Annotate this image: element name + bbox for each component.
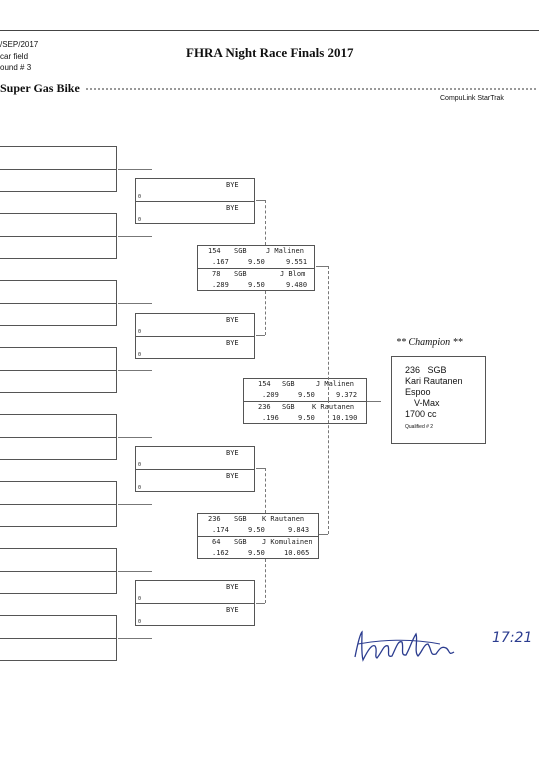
connector-semi2-final <box>328 400 329 534</box>
header-rule <box>0 30 539 31</box>
round1-box-5 <box>0 414 117 460</box>
signature-time: 17:21 <box>492 630 533 646</box>
champion-name: Kari Rautanen <box>405 376 463 386</box>
round1-box-6 <box>0 481 117 527</box>
champion-number-class: 236 SGB <box>405 365 447 375</box>
round1-box-2 <box>0 213 117 259</box>
champion-label: ** Champion ** <box>396 337 463 348</box>
header-field: car field <box>0 52 29 61</box>
connector-semi1-final <box>328 266 329 400</box>
round1-box-8 <box>0 615 117 661</box>
event-dotted-rule <box>86 88 536 93</box>
semi-box-1: 154 SGB J Malinen .167 9.50 9.551 78 SGB… <box>197 245 315 291</box>
connector-final-champion <box>367 401 381 402</box>
round1-box-7 <box>0 548 117 594</box>
champion-bike: V-Max <box>414 398 440 408</box>
page-title: FHRA Night Race Finals 2017 <box>186 45 354 60</box>
champion-qualified: Qualified # 2 <box>405 424 434 430</box>
champion-city: Espoo <box>405 387 431 397</box>
round1-box-3 <box>0 280 117 326</box>
champion-cc: 1700 cc <box>405 409 437 419</box>
event-name: Super Gas Bike <box>0 81 80 95</box>
champion-box: 236 SGB Kari Rautanen Espoo V-Max 1700 c… <box>391 356 486 444</box>
final-box: 154 SGB J Malinen .209 9.50 9.372 236 SG… <box>243 378 367 424</box>
semi-box-2: 236 SGB K Rautanen .174 9.50 9.843 64 SG… <box>197 513 319 559</box>
header-round: ound # 3 <box>0 63 32 72</box>
round1-box-1 <box>0 146 117 192</box>
software-label: CompuLink StarTrak <box>440 95 504 102</box>
header-date: /SEP/2017 <box>0 40 39 49</box>
signature <box>354 630 455 662</box>
round1-box-4 <box>0 347 117 393</box>
